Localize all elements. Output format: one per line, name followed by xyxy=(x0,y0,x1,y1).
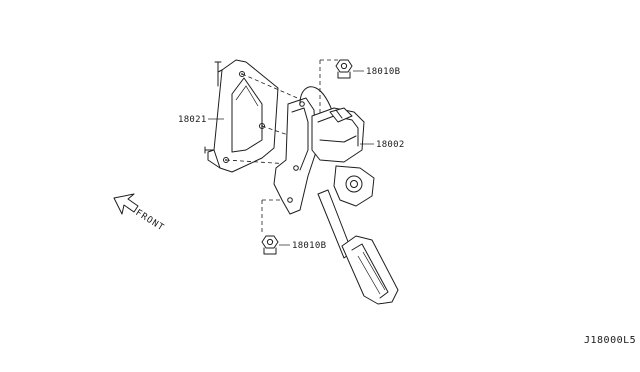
pedal-bracket xyxy=(204,59,279,173)
diagram-code: J18000L5 xyxy=(584,335,636,346)
hex-nut-lower xyxy=(261,235,290,255)
front-direction-label: FRONT xyxy=(133,208,166,233)
callout-18010B-lower: 18010B xyxy=(292,241,326,251)
front-arrow-icon xyxy=(113,193,139,215)
callout-18021: 18021 xyxy=(178,115,207,125)
callout-18010B-upper: 18010B xyxy=(366,67,400,77)
hex-nut-upper xyxy=(335,59,364,79)
callout-18002: 18002 xyxy=(376,140,405,150)
accelerator-pedal-assembly xyxy=(273,86,399,305)
